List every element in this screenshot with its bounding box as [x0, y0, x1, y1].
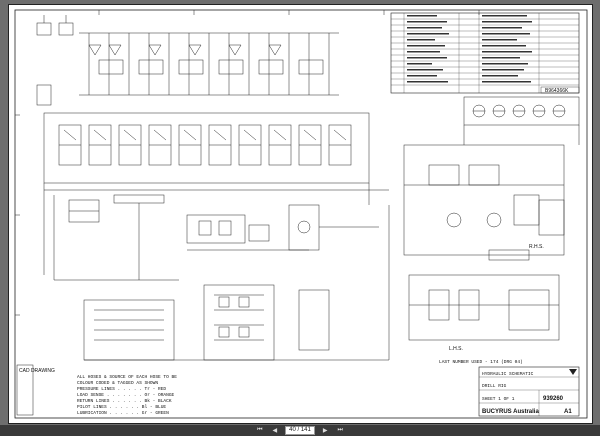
note-line-7: LUBRICATION . . . . . . Gr - GREEN: [77, 410, 169, 416]
page-indicator[interactable]: 40 / 141: [285, 426, 315, 435]
hydraulic-schematic: CAD DRAWING B964366: [14, 9, 588, 419]
note-line-1: ALL HOSES & SOURCE OF EACH HOSE TO BE: [77, 374, 177, 380]
title-line-1: HYDRAULIC SCHEMATIC: [482, 371, 534, 377]
lower-manifold: [83, 205, 390, 361]
drawing-number: B964366K: [545, 88, 569, 94]
note-line-6: PILOT LINES . . . . . . Bl - BLUE: [77, 404, 166, 410]
next-page-icon[interactable]: ▶: [322, 428, 328, 434]
grid-ticks: [15, 10, 480, 316]
title-line-2: DRILL RIG: [482, 383, 507, 389]
pdf-viewer-toolbar: ⏮ ◀ 40 / 141 ▶ ⏭: [0, 425, 600, 436]
pump-manifold: [463, 96, 580, 145]
hose-notes: ALL HOSES & SOURCE OF EACH HOSE TO BE CO…: [77, 374, 177, 416]
sheet-number: SHEET 1 OF 1: [482, 396, 515, 402]
note-line-4: LOAD SENSE . . . . . . . Or - ORANGE: [77, 392, 175, 398]
first-page-icon[interactable]: ⏮: [257, 427, 263, 433]
last-number-note: LAST NUMBER USED - 174 (DRG 04): [439, 359, 523, 365]
border-frame: [14, 9, 588, 419]
cad-drawing-label: CAD DRAWING: [19, 368, 55, 374]
lhs-label: L.H.S.: [449, 346, 463, 352]
title-block: HYDRAULIC SCHEMATIC DRILL RIG SHEET 1 OF…: [478, 366, 580, 417]
left-actuator-group: [53, 194, 179, 281]
revision-code: A1: [564, 409, 572, 415]
dwg-number: 939260: [543, 396, 564, 402]
right-side-components: [403, 144, 565, 341]
directional-valve-stack: [43, 112, 389, 275]
note-line-5: RETURN LINES . . . . . . Bk - BLACK: [77, 398, 172, 404]
last-page-icon[interactable]: ⏭: [337, 427, 343, 433]
company-name: BUCYRUS Australia: [482, 409, 539, 415]
company-logo-icon: [569, 369, 577, 375]
note-line-3: PRESSURE LINES . . . . . Tr - RED: [77, 386, 166, 392]
center-valve-block: [186, 204, 379, 251]
note-line-2: COLOUR CODED & TAGGED AS SHOWN: [77, 380, 158, 386]
prev-page-icon[interactable]: ◀: [272, 428, 278, 434]
drawing-sheet: CAD DRAWING B964366: [8, 4, 593, 424]
revision-stamp: [16, 364, 34, 416]
rhs-label: R.H.S.: [529, 244, 544, 250]
parts-list-table: B964366K: [390, 12, 580, 94]
top-cylinder-bank: [36, 15, 339, 106]
